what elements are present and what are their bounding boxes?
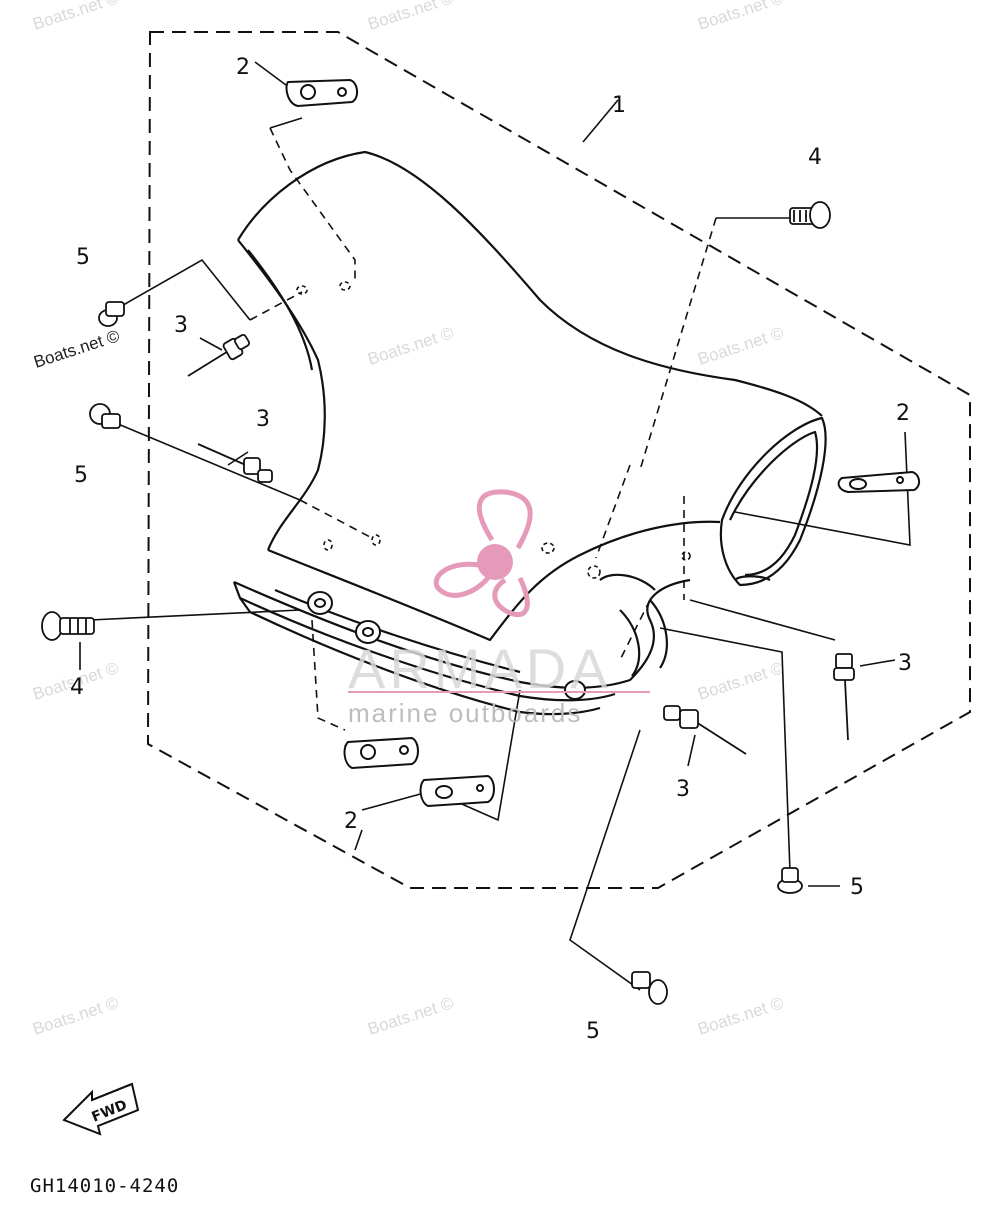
label-part-5: 5 (850, 875, 864, 900)
fwd-arrow-icon: FWD (62, 1082, 140, 1136)
watermark: Boats.net © (695, 0, 786, 34)
watermark: Boats.net © (30, 0, 121, 34)
watermark: Boats.net © (695, 658, 786, 704)
watermark: Boats.net © (365, 0, 456, 34)
watermark: Boats.net © (30, 993, 121, 1039)
label-part-5: 5 (586, 1019, 600, 1044)
drawing-code: GH14010-4240 (30, 1175, 179, 1197)
rivet-3b (197, 443, 273, 483)
rivet-3a (187, 334, 250, 377)
label-part-5: 5 (76, 245, 90, 270)
bolt-5a (98, 301, 125, 327)
bolt-5c (777, 867, 803, 894)
watermark: Boats.net © (365, 993, 456, 1039)
part-labels: 1 2 2 2 3 3 3 3 4 4 5 5 5 5 (70, 55, 912, 1044)
label-part-3: 3 (676, 777, 690, 802)
watermark: Boats.net © (695, 323, 786, 369)
label-part-2: 2 (344, 809, 358, 834)
label-part-3: 3 (174, 313, 188, 338)
propeller-icon (433, 489, 533, 618)
brand-tagline: marine outboards (348, 698, 582, 728)
watermark-dark: Boats.net © (31, 326, 122, 372)
dashed-leaders (249, 127, 717, 731)
watermarks: Boats.net © Boats.net © Boats.net © Boat… (30, 0, 786, 1039)
bolt-5d (631, 971, 668, 1005)
watermark: Boats.net © (695, 993, 786, 1039)
armada-logo: ARMADA marine outboards (348, 489, 650, 728)
rim-grommets (307, 591, 586, 700)
screw-4-left (41, 611, 95, 641)
brand-name: ARMADA (348, 637, 612, 700)
label-part-3: 3 (256, 407, 270, 432)
label-part-4: 4 (70, 675, 84, 700)
mount-holes (296, 281, 691, 579)
rivet-3c (833, 653, 855, 741)
screw-4-top (789, 201, 831, 229)
label-part-2: 2 (896, 401, 910, 426)
lower-cover (232, 150, 827, 716)
clip-2-top (285, 78, 358, 108)
clip-2-bottom-b (419, 774, 495, 808)
leader-lines (79, 61, 911, 991)
assembly-outline (146, 31, 971, 889)
label-part-3: 3 (898, 651, 912, 676)
label-part-1: 1 (612, 93, 626, 118)
label-part-5: 5 (74, 463, 88, 488)
watermark: Boats.net © (365, 323, 456, 369)
rivet-3d (663, 705, 747, 755)
clip-2-bottom-a (343, 736, 419, 770)
bolt-5b (89, 403, 121, 429)
label-part-2: 2 (236, 55, 250, 80)
label-part-4: 4 (808, 145, 822, 170)
clip-2-right (837, 470, 920, 494)
